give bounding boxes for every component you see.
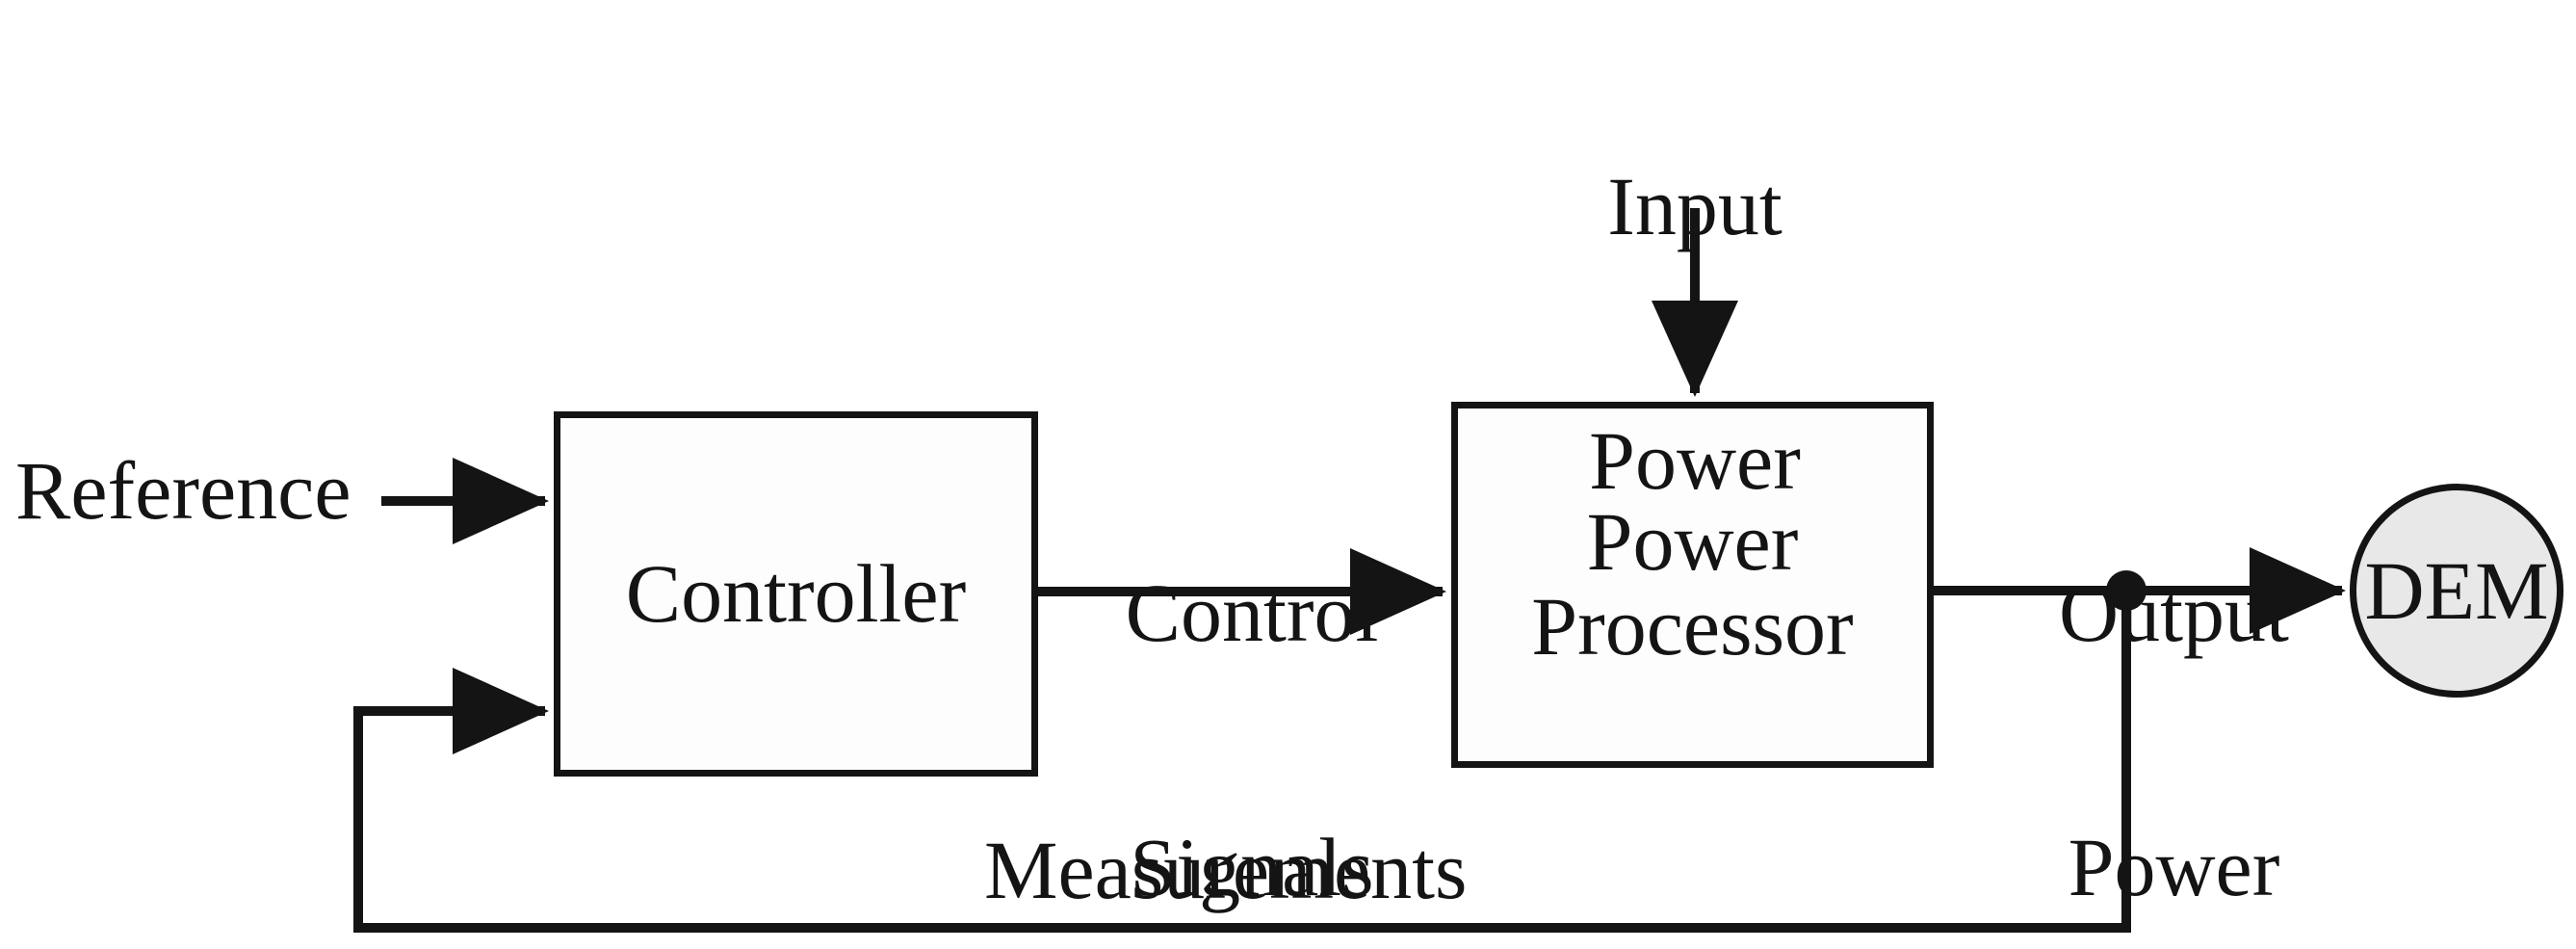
control-signals-label-line2: Signals xyxy=(1130,820,1374,913)
block-power-processor[interactable]: Power Processor xyxy=(1451,402,1934,768)
output-power-label: Output Power xyxy=(2003,403,2345,949)
block-controller[interactable]: Controller xyxy=(554,411,1038,777)
input-power-label-line1: Input xyxy=(1607,160,1782,253)
block-power-processor-label-line1: Power xyxy=(1586,495,1799,589)
output-power-label-line2: Power xyxy=(2068,820,2280,913)
block-dem-label: DEM xyxy=(2364,544,2549,637)
input-power-label-line2: Power xyxy=(1589,413,1801,507)
output-power-label-line1: Output xyxy=(2059,567,2289,660)
block-dem[interactable]: DEM xyxy=(2350,484,2563,698)
output-power-junction-dot xyxy=(2106,570,2147,611)
control-signals-label-line1: Control xyxy=(1125,567,1379,660)
control-signals-label: Control Signals xyxy=(1069,403,1435,949)
input-power-label: Input Power xyxy=(1536,0,1854,672)
block-controller-label: Controller xyxy=(625,546,967,640)
measurements-label: Measurements xyxy=(984,824,1468,916)
reference-label: Reference xyxy=(15,444,351,537)
block-power-processor-label-line2: Processor xyxy=(1531,580,1854,672)
feedback-path xyxy=(353,591,2131,933)
